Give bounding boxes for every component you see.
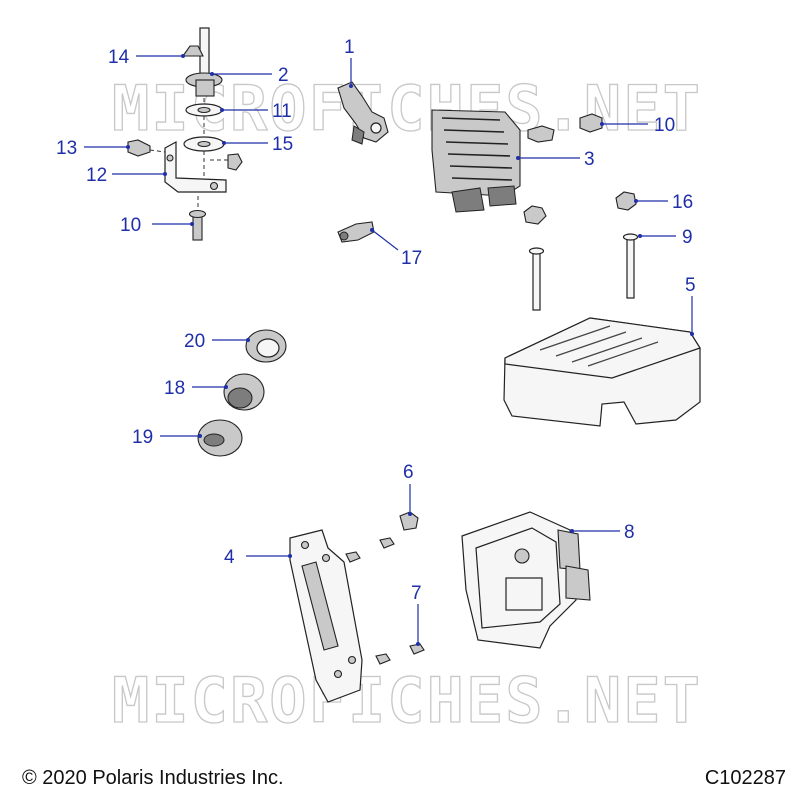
callout-15[interactable]: 15 [272, 134, 293, 155]
callout-13[interactable]: 13 [56, 138, 77, 159]
copyright-notice: © 2020 Polaris Industries Inc. [22, 767, 284, 789]
part-6-screw [399, 511, 419, 531]
watermark-bottom: MICROFICHES.NET [112, 664, 702, 737]
callout-11[interactable]: 11 [272, 101, 292, 122]
callouts: 1 2 3 4 5 6 7 8 9 10 [56, 37, 696, 646]
part-10-bolt-right [579, 113, 603, 133]
callout-18[interactable]: 18 [164, 378, 185, 399]
callout-6[interactable]: 6 [403, 462, 414, 483]
callout-12[interactable]: 12 [86, 165, 107, 186]
callout-9[interactable]: 9 [682, 227, 693, 248]
callout-20[interactable]: 20 [184, 331, 205, 352]
callout-17[interactable]: 17 [401, 248, 422, 269]
hardware-right [523, 191, 639, 311]
callout-5[interactable]: 5 [685, 275, 696, 296]
callout-1[interactable]: 1 [344, 37, 355, 58]
lock-ring-set [197, 329, 287, 457]
part-9-bolt-a [532, 251, 541, 311]
part-2-body [195, 79, 215, 97]
callout-10-right[interactable]: 10 [654, 115, 675, 136]
callout-4[interactable]: 4 [224, 547, 235, 568]
part-4-bracket [289, 529, 363, 703]
callout-10-left[interactable]: 10 [120, 215, 141, 236]
part-13-bolt [127, 139, 151, 157]
callout-19[interactable]: 19 [132, 427, 153, 448]
part-17-switch [337, 221, 375, 243]
callout-3[interactable]: 3 [584, 149, 595, 170]
part-14-nut [181, 45, 204, 57]
drawing-code: C102287 [704, 767, 786, 789]
part-12-bracket [164, 140, 227, 193]
part-12-nut [227, 153, 243, 171]
part-9-bolt-b [626, 237, 635, 299]
part-3-regulator [431, 109, 603, 213]
part-3-bolt-a [527, 125, 555, 143]
callout-7[interactable]: 7 [411, 583, 422, 604]
part-1-sensor [337, 81, 389, 145]
callout-14[interactable]: 14 [108, 47, 130, 68]
part-8-ecu [461, 511, 591, 649]
callout-8[interactable]: 8 [624, 522, 635, 543]
callout-16[interactable]: 16 [672, 192, 693, 213]
part-16-nut-b [615, 191, 637, 211]
sensor-shaft-assembly [127, 27, 243, 241]
callout-2[interactable]: 2 [278, 65, 289, 86]
part-5-cover [503, 317, 701, 427]
screws [345, 511, 425, 665]
part-16-nut-a [523, 205, 547, 225]
